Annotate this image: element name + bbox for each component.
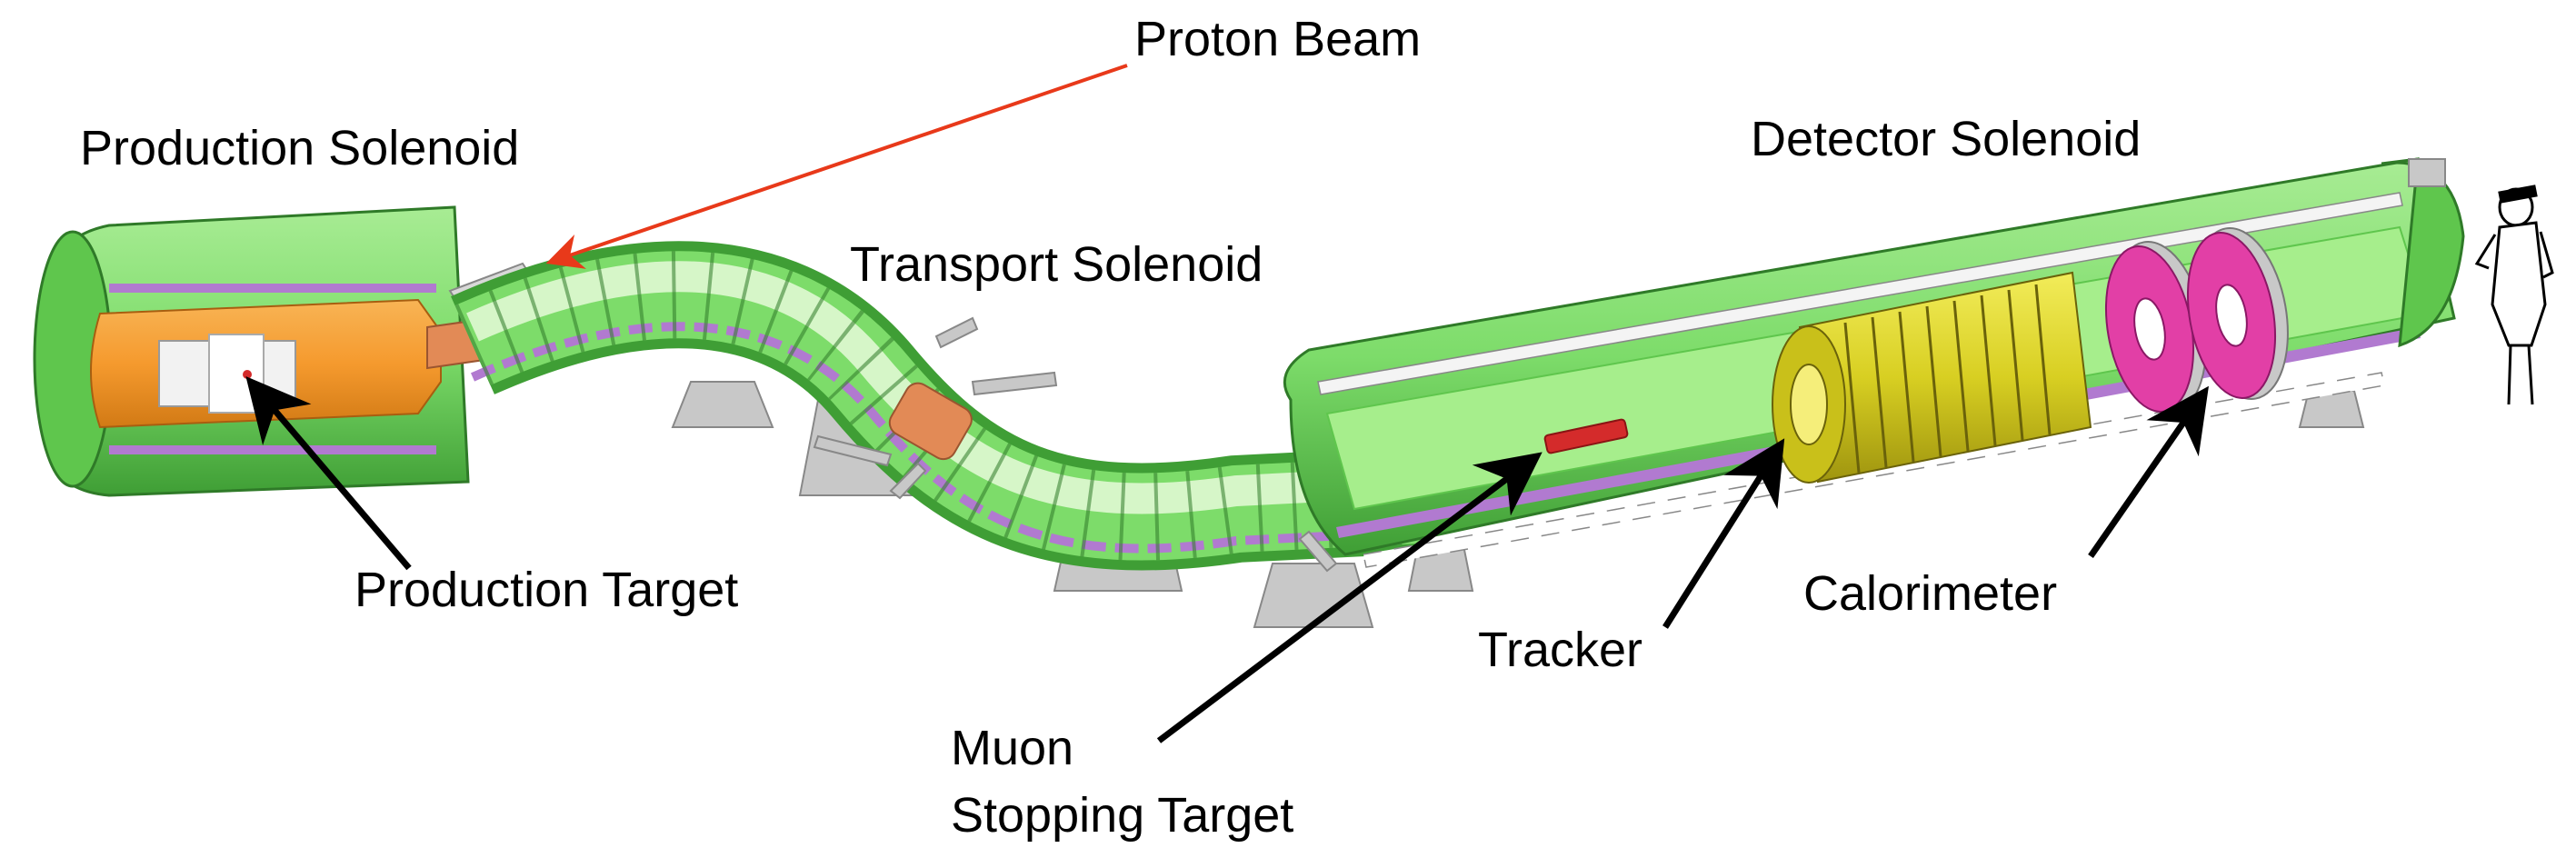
tracker-arrow <box>1662 438 1785 629</box>
proton-beam-label: Proton Beam <box>1134 12 1422 66</box>
production-target-marker <box>243 370 252 379</box>
production-target-label: Production Target <box>354 563 739 617</box>
tracker-label: Tracker <box>1478 623 1643 677</box>
muon-stopping-target-arrow <box>1156 452 1543 743</box>
support-stand <box>671 381 774 428</box>
detector-solenoid-label: Detector Solenoid <box>1751 112 2142 166</box>
tracker <box>1772 271 2092 484</box>
pointer-arrows <box>245 64 2209 743</box>
muon-stopping-target <box>1543 418 1629 454</box>
person-silhouette-icon <box>2474 185 2554 405</box>
calorimeter-label: Calorimeter <box>1803 566 2058 621</box>
production-solenoid-label: Production Solenoid <box>80 121 520 175</box>
proton-beam-arrow <box>545 64 1128 269</box>
calorimeter <box>2104 227 2289 414</box>
calorimeter-arrow <box>2088 385 2209 558</box>
transport-solenoid-label: Transport Solenoid <box>850 237 1263 292</box>
muon-stopping-target-label-line1: Muon <box>951 721 1074 775</box>
production-solenoid <box>33 205 534 497</box>
muon-stopping-target-label: Muon Stopping Target <box>951 714 1293 849</box>
detector-solenoid <box>1283 157 2465 592</box>
transport-solenoid <box>451 241 1421 628</box>
muon-stopping-target-label-line2: Stopping Target <box>951 788 1294 843</box>
production-target-arrow <box>245 376 412 571</box>
